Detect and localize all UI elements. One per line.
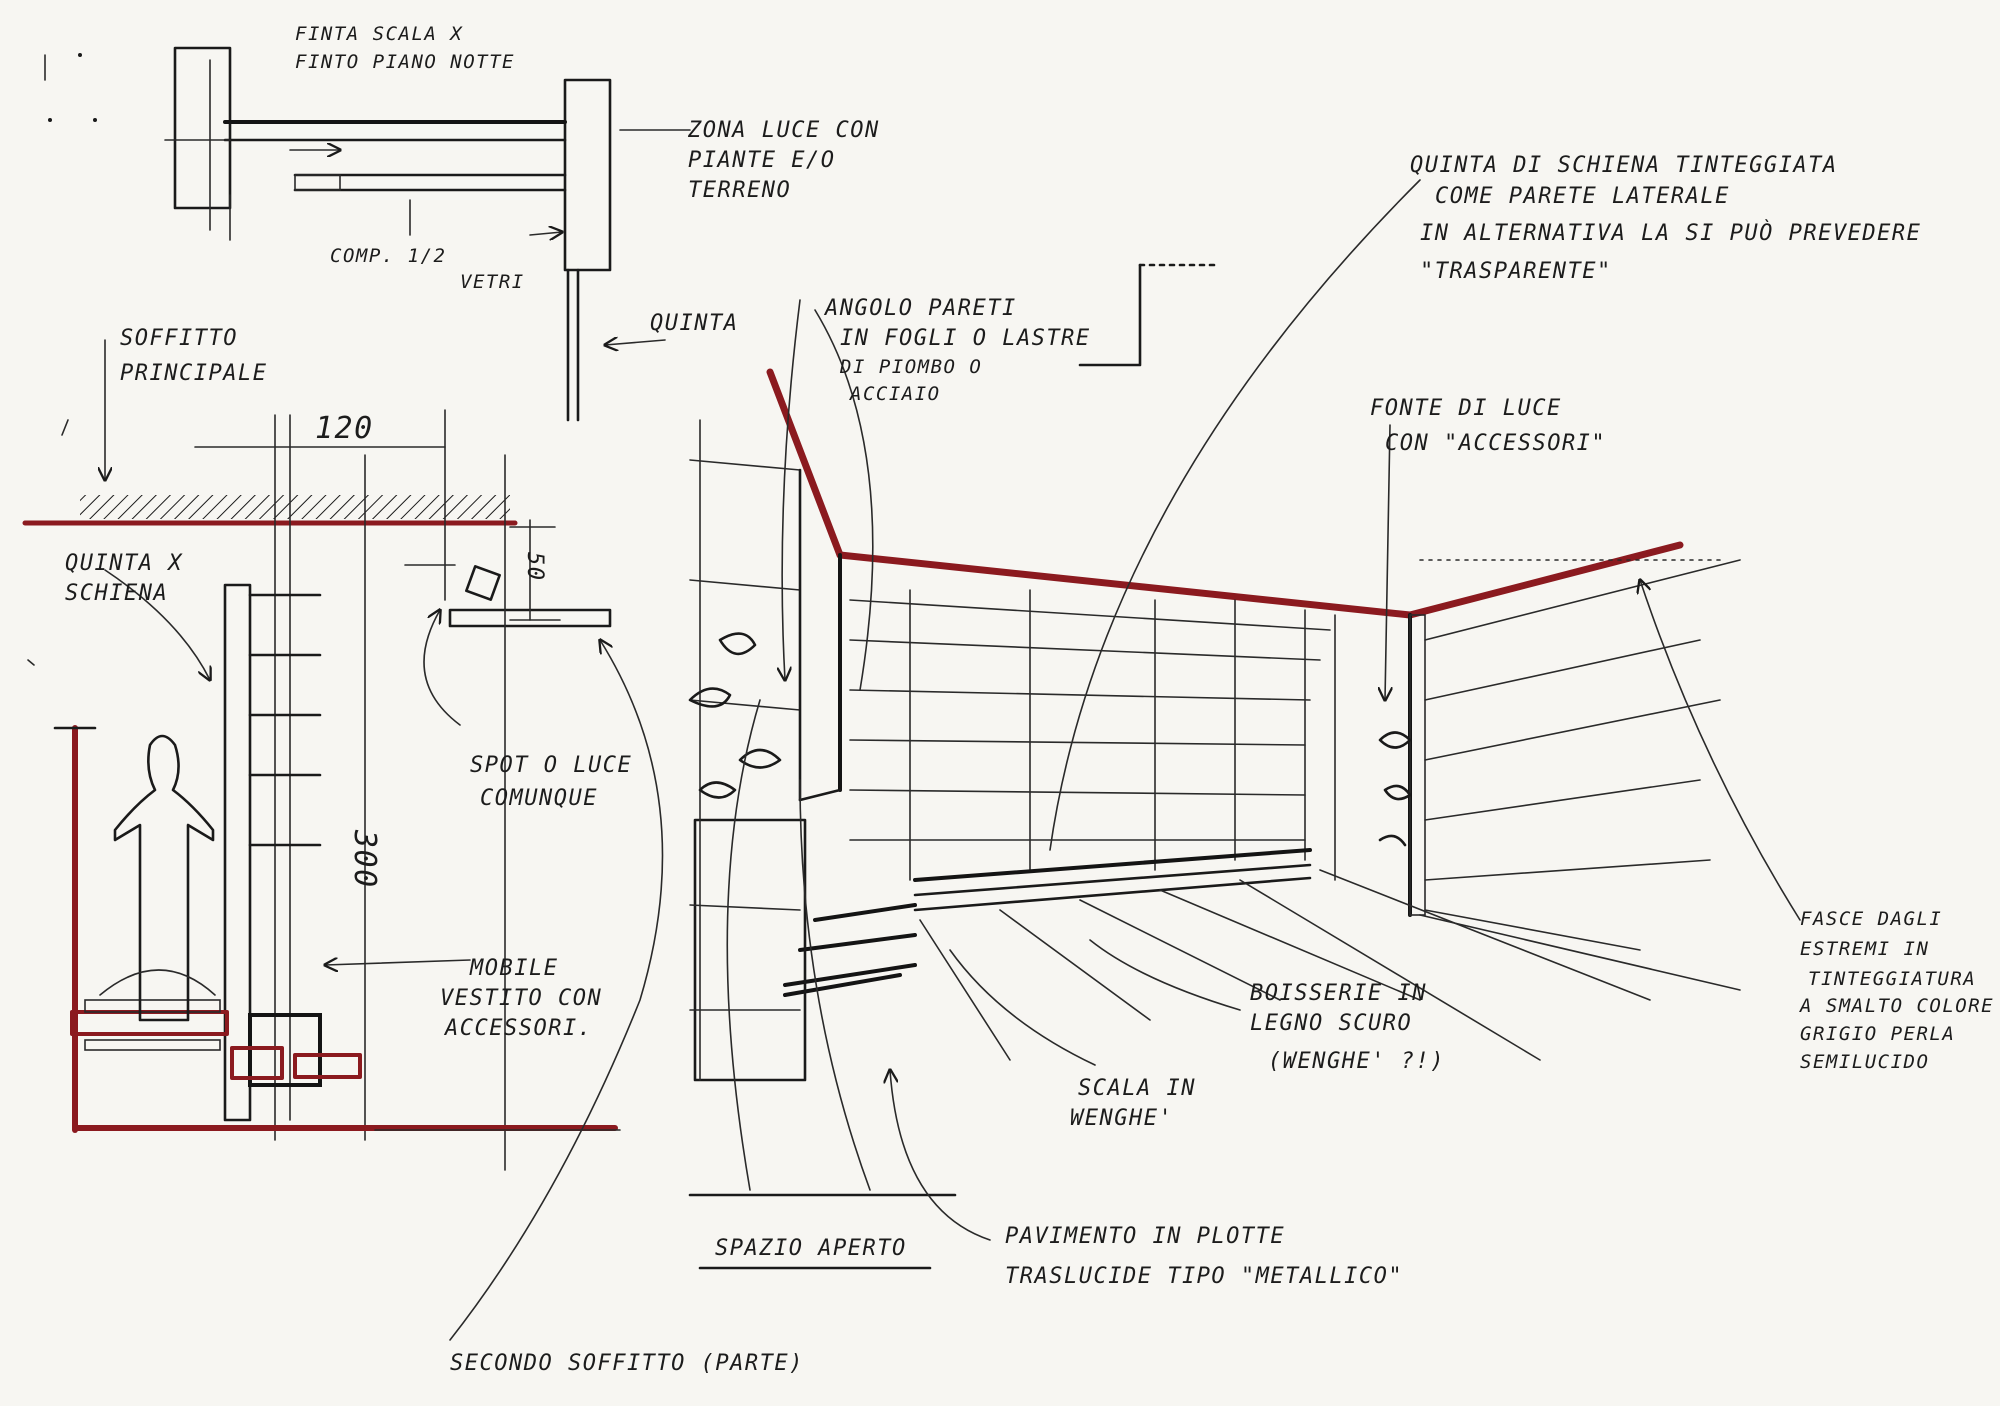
label-fasce-5: GRIGIO PERLA <box>1800 1023 1955 1045</box>
label-comp: COMP. 1/2 <box>330 245 446 267</box>
margin-marks <box>27 53 97 666</box>
label-spot-2: COMUNQUE <box>480 786 598 811</box>
label-quinta-schiena-2: SCHIENA <box>65 581 168 606</box>
label-light-zone-2: PIANTE E/O <box>688 148 835 173</box>
label-dim-300: 300 <box>347 829 382 889</box>
label-quinta-tint-2: COME PARETE LATERALE <box>1435 184 1730 209</box>
label-spazio-aperto: SPAZIO APERTO <box>715 1236 907 1261</box>
label-fonte-2: CON "ACCESSORI" <box>1385 431 1606 456</box>
label-fasce-3: TINTEGGIATURA <box>1808 968 1976 990</box>
label-angolo-2: IN FOGLI O LASTRE <box>840 326 1091 351</box>
label-scala-1: SCALA IN <box>1078 1076 1196 1101</box>
label-boiserie-1: BOISSERIE IN <box>1250 981 1427 1006</box>
label-fasce-6: SEMILUCIDO <box>1800 1051 1929 1073</box>
label-pavimento-1: PAVIMENTO IN PLOTTE <box>1005 1224 1285 1249</box>
label-secondo-soffitto: SECONDO SOFFITTO (PARTE) <box>450 1351 804 1376</box>
label-quinta-tint-4: "TRASPARENTE" <box>1420 259 1612 284</box>
label-soffitto-2: PRINCIPALE <box>120 361 267 386</box>
label-spot-1: SPOT O LUCE <box>470 753 632 778</box>
label-stair-top-2: FINTO PIANO NOTTE <box>295 51 515 73</box>
label-fasce-1: FASCE DAGLI <box>1800 908 1942 930</box>
label-boiserie-3: (WENGHE' ?!) <box>1268 1049 1445 1074</box>
perspective-drawing: ANGOLO PARETI IN FOGLI O LASTRE DI PIOMB… <box>450 153 1994 1376</box>
label-quinta-tint-3: IN ALTERNATIVA LA SI PUÒ PREVEDERE <box>1420 220 1921 246</box>
label-quinta-tint-1: QUINTA DI SCHIENA TINTEGGIATA <box>1410 153 1838 178</box>
label-quinta: QUINTA <box>650 311 738 336</box>
label-dim-120: 120 <box>315 411 374 446</box>
label-light-zone-1: ZONA LUCE CON <box>687 118 880 143</box>
section-drawing: SOFFITTO PRINCIPALE 120 50 300 QUINTA X … <box>22 326 664 1341</box>
label-light-zone-3: TERRENO <box>688 178 791 203</box>
label-vetri: VETRI <box>460 271 525 293</box>
label-mobile-1: MOBILE <box>469 956 558 981</box>
label-boiserie-2: LEGNO SCURO <box>1250 1011 1412 1036</box>
label-angolo-4: ACCIAIO <box>849 383 941 405</box>
label-pavimento-2: TRASLUCIDE TIPO "METALLICO" <box>1005 1264 1403 1289</box>
label-stair-top-1: FINTA SCALA X <box>295 23 463 45</box>
label-scala-2: WENGHE' <box>1070 1106 1173 1131</box>
label-dim-50: 50 <box>522 552 547 582</box>
label-mobile-3: ACCESSORI. <box>443 1016 592 1041</box>
label-quinta-schiena-1: QUINTA X <box>65 551 183 576</box>
label-angolo-3: DI PIOMBO O <box>839 356 982 378</box>
label-mobile-2: VESTITO CON <box>440 986 602 1011</box>
label-soffitto-1: SOFFITTO <box>120 326 238 351</box>
label-fasce-2: ESTREMI IN <box>1800 938 1929 960</box>
plan-detail: FINTA SCALA X FINTO PIANO NOTTE ZONA LUC… <box>164 23 880 422</box>
label-fasce-4: A SMALTO COLORE <box>1799 995 1994 1017</box>
label-angolo-1: ANGOLO PARETI <box>823 296 1017 321</box>
label-fonte-1: FONTE DI LUCE <box>1370 396 1562 421</box>
